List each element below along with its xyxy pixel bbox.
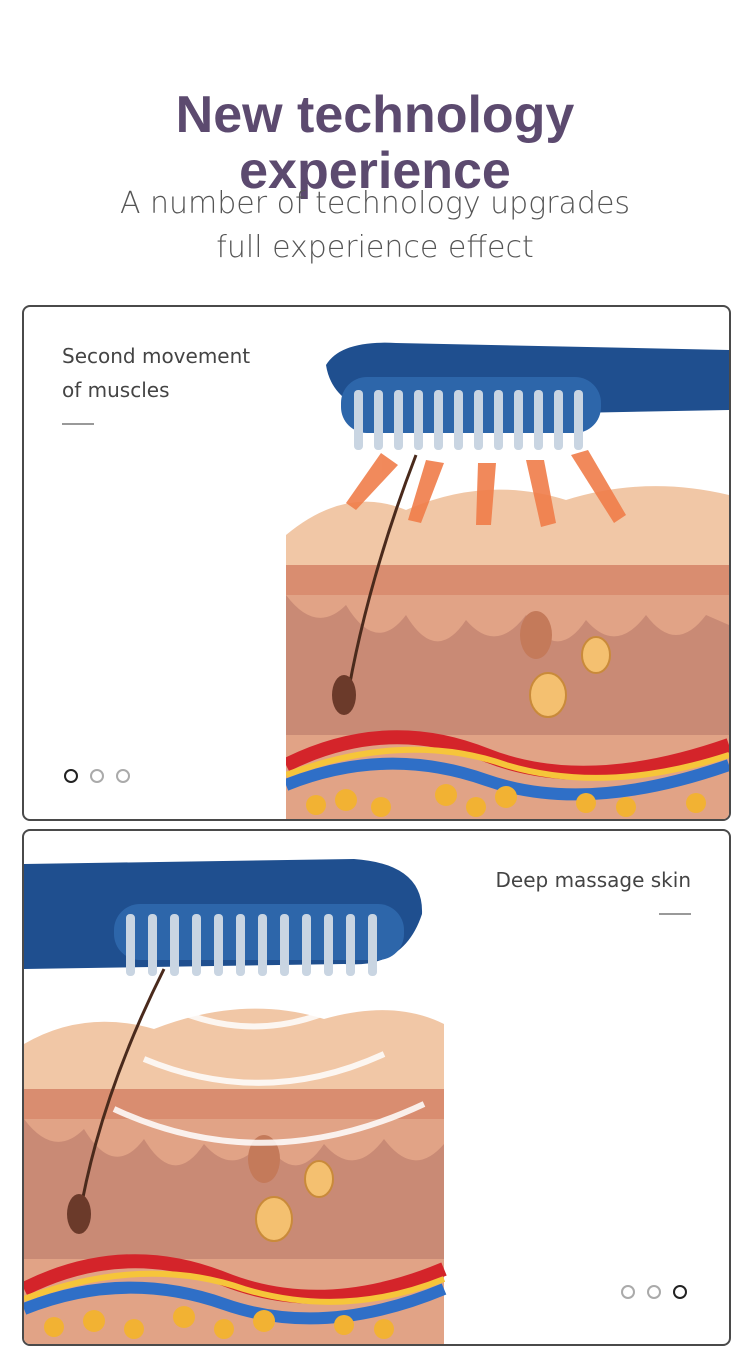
caption-line-1: Second movement: [62, 344, 251, 368]
carousel-dots: [64, 769, 130, 783]
carousel-dot-2[interactable]: [90, 769, 104, 783]
card-caption: Second movement of muscles: [62, 339, 250, 407]
page-subtitle: A number of technology upgrades full exp…: [0, 182, 750, 270]
caption-line-2: of muscles: [62, 378, 170, 402]
subtitle-line-2: full experience effect: [216, 230, 534, 265]
carousel-dot-3[interactable]: [116, 769, 130, 783]
carousel-dot-1[interactable]: [64, 769, 78, 783]
subtitle-line-1: A number of technology upgrades: [119, 186, 631, 221]
massage-brush-skin-illustration: [24, 859, 447, 1344]
title-line-2: experience: [239, 141, 511, 200]
massage-brush-skin-illustration: [286, 342, 729, 819]
carousel-dots: [621, 1285, 687, 1299]
card-caption: Deep massage skin: [496, 863, 692, 897]
feature-card-deep-massage: Deep massage skin: [22, 829, 731, 1346]
title-line-1: New technology: [175, 85, 575, 144]
caption-divider: [62, 423, 94, 425]
carousel-dot-3[interactable]: [673, 1285, 687, 1299]
caption-divider: [659, 913, 691, 915]
carousel-dot-2[interactable]: [647, 1285, 661, 1299]
carousel-dot-1[interactable]: [621, 1285, 635, 1299]
feature-card-muscles: Second movement of muscles: [22, 305, 731, 821]
caption-line-1: Deep massage skin: [495, 868, 692, 892]
page-title: New technology experience: [0, 87, 750, 199]
